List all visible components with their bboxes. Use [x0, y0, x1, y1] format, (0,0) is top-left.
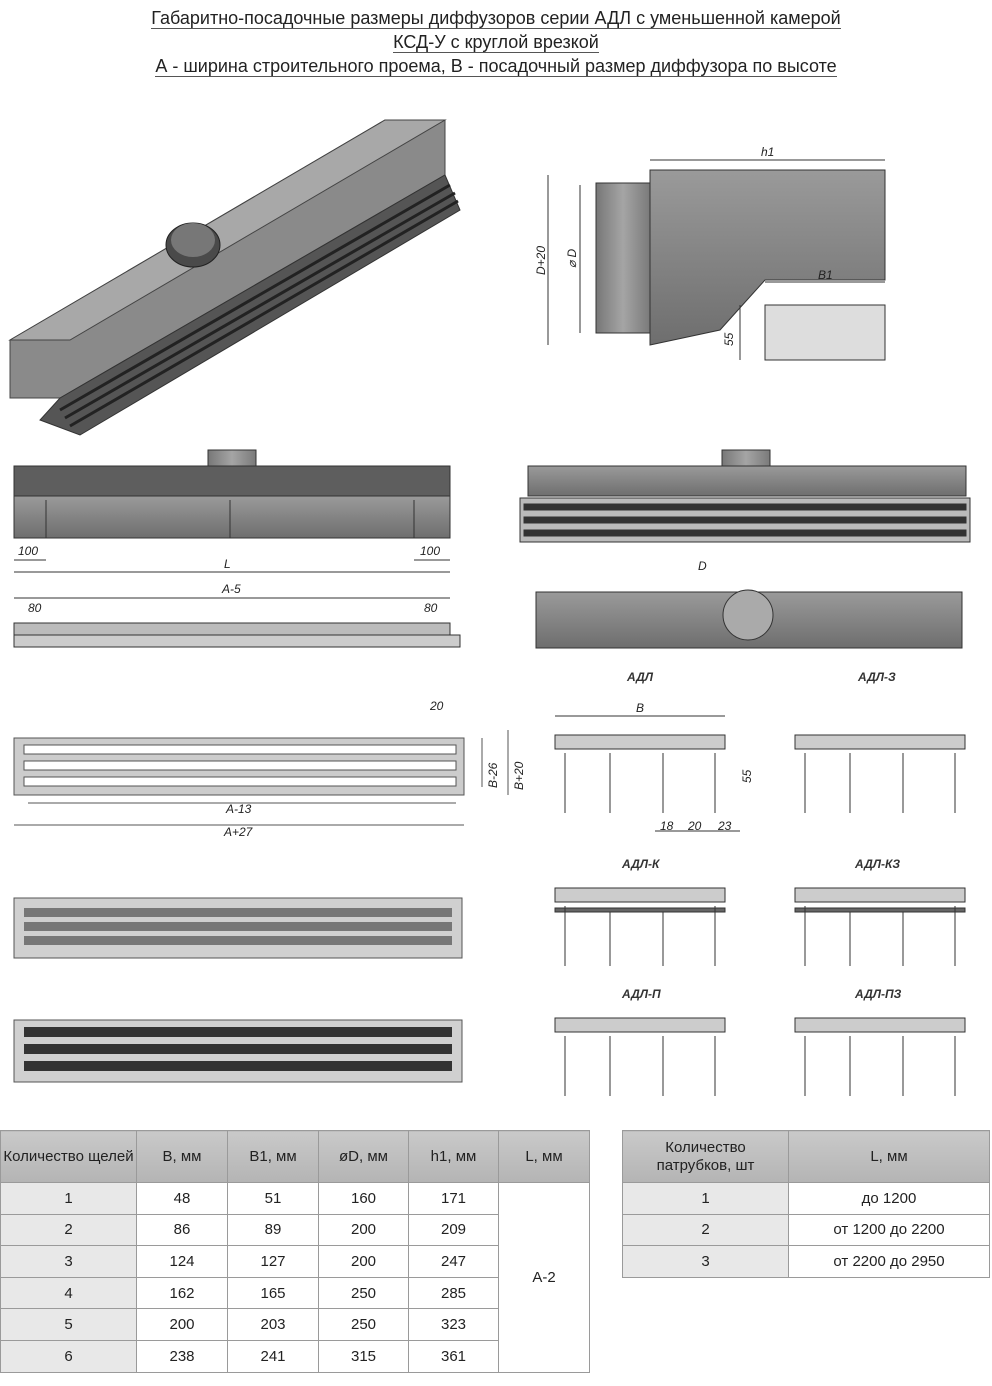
- front-view-left: [13, 449, 461, 648]
- cell: 2: [622, 1213, 789, 1247]
- dim-L: L: [224, 557, 231, 571]
- cell: до 1200: [788, 1182, 990, 1215]
- cell: от 1200 до 2200: [788, 1213, 990, 1247]
- caption-adl-p3: АДЛ-ПЗ: [855, 987, 902, 1001]
- dim-23: 23: [718, 819, 732, 833]
- document-title: Габаритно-посадочные размеры диффузоров …: [0, 6, 992, 78]
- dim-d-plus-20: D+20: [534, 245, 548, 275]
- grille-front: [13, 730, 509, 826]
- cell: 315: [318, 1339, 409, 1373]
- cell: 200: [318, 1213, 409, 1247]
- title-line-1: Габаритно-посадочные размеры диффузоров …: [151, 8, 841, 29]
- dim-a-plus-27: A+27: [224, 825, 253, 839]
- cell: 200: [318, 1245, 409, 1278]
- cell: 2: [0, 1213, 137, 1247]
- cell: 4: [0, 1276, 137, 1310]
- cell: 1: [0, 1182, 137, 1215]
- cell: 3: [0, 1245, 137, 1278]
- cell: 250: [318, 1308, 409, 1341]
- cell: 86: [136, 1213, 228, 1247]
- caption-adl-k: АДЛ-К: [622, 857, 660, 871]
- header-diameter: øD, мм: [318, 1130, 409, 1183]
- dim-100-left: 100: [18, 544, 39, 558]
- profile-sections: [554, 715, 966, 1096]
- caption-adl: АДЛ: [627, 670, 654, 684]
- cell: 162: [136, 1276, 228, 1310]
- cell: 323: [408, 1308, 499, 1341]
- header-pipes-count: Количество патрубков, шт: [622, 1130, 789, 1183]
- dim-55-profile: 55: [740, 769, 754, 783]
- table-header-row: Количество патрубков, шт L, мм: [622, 1130, 990, 1183]
- dimensions-table: Количество щелей B, мм B1, мм øD, мм h1,…: [0, 1130, 590, 1373]
- caption-adl-3: АДЛ-З: [858, 670, 896, 684]
- cell: 203: [227, 1308, 319, 1341]
- cell: 127: [227, 1245, 319, 1278]
- dim-80-right: 80: [424, 601, 438, 615]
- cell: 51: [227, 1182, 319, 1215]
- cell: 200: [136, 1308, 228, 1341]
- title-line-3: А - ширина строительного проема, В - пос…: [155, 56, 837, 77]
- perforated-grille-1: [13, 897, 463, 959]
- isometric-view: [8, 119, 461, 436]
- caption-adl-k3: АДЛ-КЗ: [855, 857, 901, 871]
- dim-b-plus-20: B+20: [512, 761, 526, 790]
- cell: 361: [408, 1339, 499, 1373]
- dim-b-minus-26: B-26: [486, 762, 500, 788]
- header-l: L, мм: [788, 1130, 990, 1183]
- dim-20-grille: 20: [430, 699, 444, 713]
- dim-diameter: ⌀ D: [565, 248, 579, 268]
- header-h1: h1, мм: [408, 1130, 499, 1183]
- header-l: L, мм: [498, 1130, 590, 1183]
- cell: 250: [318, 1276, 409, 1310]
- header-b1: B1, мм: [227, 1130, 319, 1183]
- cell: 238: [136, 1339, 228, 1373]
- perforated-grille-2: [13, 1019, 463, 1083]
- cell: 165: [227, 1276, 319, 1310]
- technical-drawings: [8, 119, 971, 1096]
- dim-d-top: D: [698, 559, 707, 573]
- cell: 3: [622, 1245, 789, 1278]
- cell: 5: [0, 1308, 137, 1341]
- dim-h1: h1: [761, 145, 775, 159]
- cell: 285: [408, 1276, 499, 1310]
- caption-adl-p: АДЛ-П: [622, 987, 661, 1001]
- cell: 89: [227, 1213, 319, 1247]
- dim-a-minus-13: A-13: [226, 802, 252, 816]
- cell: 241: [227, 1339, 319, 1373]
- title-line-2: КСД-У с круглой врезкой: [393, 32, 599, 53]
- cell: от 2200 до 2950: [788, 1245, 990, 1278]
- dim-55-side: 55: [722, 332, 736, 346]
- dim-18: 18: [660, 819, 674, 833]
- cell: 124: [136, 1245, 228, 1278]
- dim-b-profile: B: [636, 701, 645, 715]
- dim-b1: B1: [818, 268, 833, 282]
- side-view: [547, 159, 886, 361]
- dim-100-right: 100: [420, 544, 441, 558]
- cell: 160: [318, 1182, 409, 1215]
- front-view-right: [519, 449, 971, 649]
- table-header-row: Количество щелей B, мм B1, мм øD, мм h1,…: [0, 1130, 590, 1183]
- cell: 1: [622, 1182, 789, 1215]
- cell: 209: [408, 1213, 499, 1247]
- dim-80-left: 80: [28, 601, 42, 615]
- cell: 48: [136, 1182, 228, 1215]
- cell: 6: [0, 1339, 137, 1373]
- header-b: B, мм: [136, 1130, 228, 1183]
- cell-l-value: A-2: [498, 1182, 590, 1373]
- dim-a-minus-5: A-5: [222, 582, 241, 596]
- cell: 247: [408, 1245, 499, 1278]
- cell: 171: [408, 1182, 499, 1215]
- dim-20: 20: [688, 819, 702, 833]
- header-slots: Количество щелей: [0, 1130, 137, 1183]
